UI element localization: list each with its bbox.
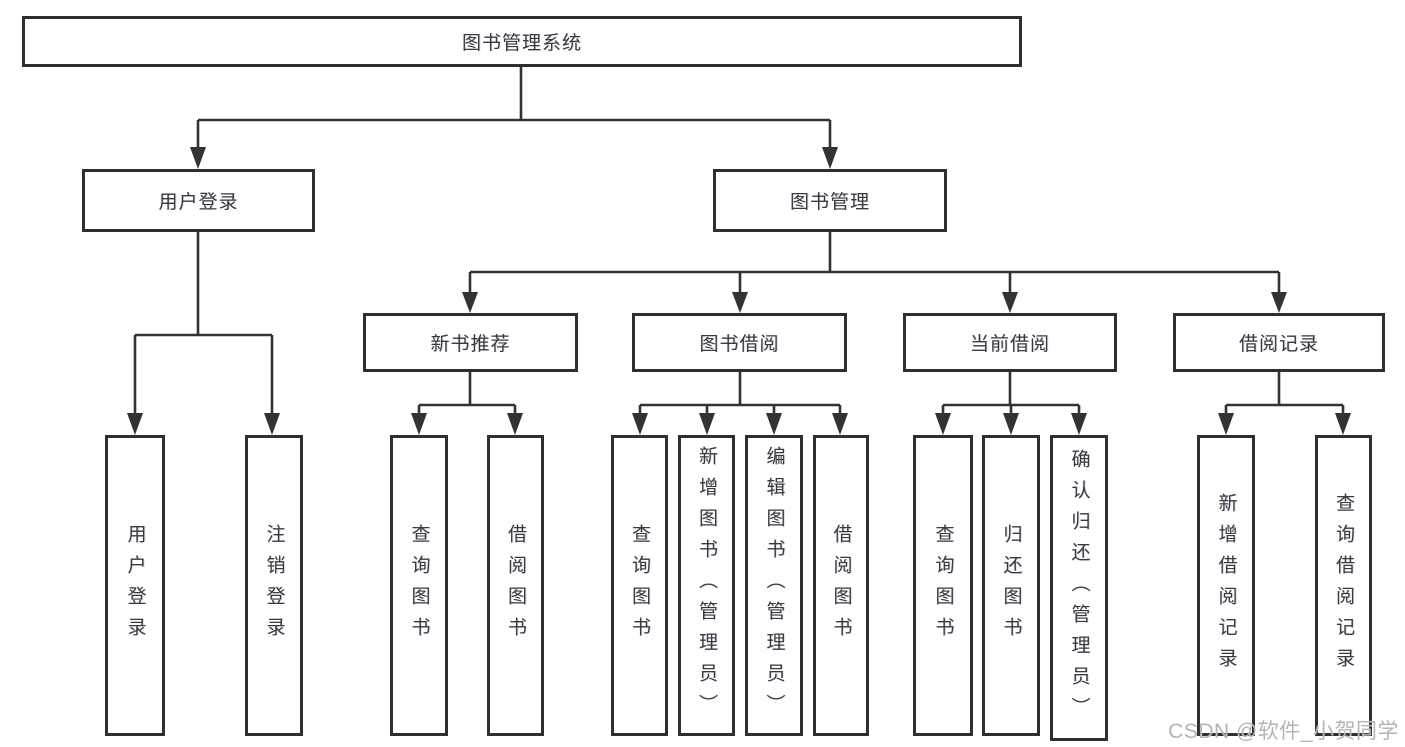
leaf-confirm-return-admin: 确认归还（管理员）: [1050, 435, 1108, 741]
leaf-label: 用户登录: [124, 523, 146, 648]
node-borrowing-records: 借阅记录: [1173, 313, 1385, 372]
leaf-label: 新增借阅记录: [1215, 492, 1237, 679]
leaf-query-borrow-record: 查询借阅记录: [1315, 435, 1372, 736]
leaf-return-books: 归还图书: [982, 435, 1040, 736]
node-new-book-recommendation: 新书推荐: [363, 313, 578, 372]
watermark: CSDN @软件_小贺同学: [1168, 720, 1399, 743]
leaf-add-borrow-record: 新增借阅记录: [1197, 435, 1255, 736]
node-library-management-system: 图书管理系统: [22, 16, 1022, 67]
leaf-query-books-recommend: 查询图书: [390, 435, 448, 736]
leaf-borrow-books-borrowing: 借阅图书: [813, 435, 869, 736]
leaf-user-login: 用户登录: [105, 435, 165, 736]
leaf-label: 归还图书: [1000, 523, 1022, 648]
node-book-management: 图书管理: [713, 169, 947, 232]
leaf-label: 借阅图书: [505, 523, 526, 648]
leaf-label: 确认归还（管理员）: [1068, 448, 1090, 728]
leaf-query-books-borrowing: 查询图书: [611, 435, 668, 736]
node-current-borrowing: 当前借阅: [903, 313, 1117, 372]
node-book-borrowing: 图书借阅: [632, 313, 847, 372]
leaf-query-books-current: 查询图书: [913, 435, 973, 736]
leaf-label: 查询图书: [932, 523, 954, 648]
leaf-label: 查询图书: [629, 523, 650, 648]
leaf-add-books-admin: 新增图书（管理员）: [678, 435, 735, 736]
leaf-label: 查询图书: [408, 523, 430, 648]
leaf-borrow-books-recommend: 借阅图书: [487, 435, 544, 736]
leaf-label: 查询借阅记录: [1333, 492, 1354, 679]
leaf-edit-books-admin: 编辑图书（管理员）: [745, 435, 803, 736]
leaf-label: 新增图书（管理员）: [696, 446, 717, 725]
leaf-label: 借阅图书: [830, 523, 852, 648]
leaf-label: 编辑图书（管理员）: [763, 446, 785, 725]
node-user-login: 用户登录: [82, 169, 315, 232]
leaf-label: 注销登录: [263, 523, 285, 648]
leaf-logout: 注销登录: [245, 435, 303, 736]
